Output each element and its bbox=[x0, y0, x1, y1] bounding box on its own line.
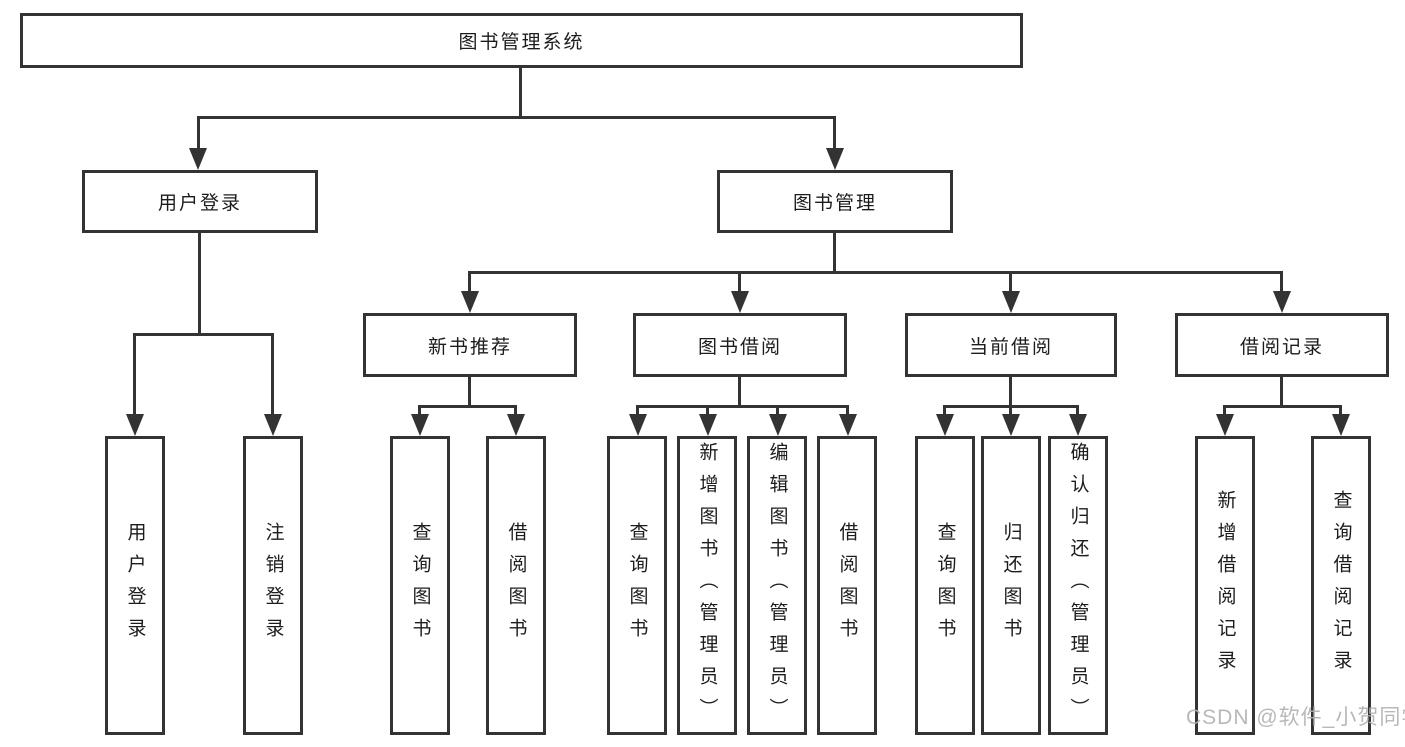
connector-leaf-stem bbox=[1223, 405, 1226, 419]
connector-arm-user-login bbox=[197, 116, 200, 152]
connector-group-stem bbox=[1280, 377, 1283, 408]
leaf-query-books: 查询图书 bbox=[390, 436, 450, 735]
connector-book-mgmt-split bbox=[468, 271, 1283, 274]
connector-leaf-stem bbox=[706, 405, 709, 419]
leaf-label: 查询图书 bbox=[409, 521, 431, 650]
connector-root-stem bbox=[519, 68, 522, 118]
csdn-watermark: CSDN @软件_小贺同学 bbox=[1186, 706, 1405, 729]
arrow-down-icon bbox=[769, 414, 787, 436]
connector-leaf-stem bbox=[846, 405, 849, 419]
arrow-down-icon bbox=[507, 414, 525, 436]
connector-group-arm bbox=[468, 271, 471, 297]
leaf-label: 查询图书 bbox=[934, 521, 956, 650]
connector-leaf-stem bbox=[943, 405, 946, 419]
leaf-label: 注销登录 bbox=[262, 521, 284, 650]
leaf-label: 新增借阅记录 bbox=[1214, 489, 1236, 682]
node-label: 当前借阅 bbox=[968, 336, 1053, 358]
node-label: 图书管理系统 bbox=[458, 32, 585, 53]
leaf-label: 确认归还（管理员） bbox=[1067, 441, 1089, 730]
node-label: 新书推荐 bbox=[427, 336, 512, 358]
leaf-confirm-return-admin: 确认归还（管理员） bbox=[1048, 436, 1108, 735]
connector-group-stem bbox=[1009, 377, 1012, 408]
node-current-borrow: 当前借阅 bbox=[905, 313, 1117, 377]
connector-user-login-split bbox=[133, 333, 274, 336]
connector-leaf-stem bbox=[1339, 405, 1342, 419]
node-library-management-system: 图书管理系统 bbox=[20, 13, 1023, 68]
leaf-label: 编辑图书（管理员） bbox=[766, 441, 788, 730]
leaf-label: 归还图书 bbox=[1000, 521, 1022, 650]
connector-user-login-stem bbox=[198, 233, 201, 335]
connector-group-stem bbox=[468, 377, 471, 408]
connector-leaf-stem bbox=[418, 405, 421, 419]
connector-group-split bbox=[418, 405, 517, 408]
leaf-edit-books-admin: 编辑图书（管理员） bbox=[747, 436, 807, 735]
arrow-down-icon bbox=[1332, 414, 1350, 436]
leaf-label: 查询借阅记录 bbox=[1330, 489, 1352, 682]
leaf-user-login: 用户登录 bbox=[105, 436, 165, 735]
connector-group-split bbox=[1223, 405, 1342, 408]
leaf-return-books: 归还图书 bbox=[981, 436, 1041, 735]
arrow-down-icon bbox=[699, 414, 717, 436]
leaf-label: 借阅图书 bbox=[505, 521, 527, 650]
node-label: 图书管理 bbox=[792, 193, 877, 214]
leaf-add-borrow-record: 新增借阅记录 bbox=[1195, 436, 1255, 735]
leaf-query-books: 查询图书 bbox=[607, 436, 667, 735]
arrow-down-icon bbox=[264, 414, 282, 436]
leaf-logout: 注销登录 bbox=[243, 436, 303, 735]
connector-leaf-stem bbox=[514, 405, 517, 419]
arrow-down-icon bbox=[461, 291, 479, 313]
arrow-down-icon bbox=[1273, 291, 1291, 313]
connector-arm-book-mgmt bbox=[833, 116, 836, 152]
connector-leaf-stem bbox=[1076, 405, 1079, 419]
node-user-login: 用户登录 bbox=[82, 170, 318, 233]
node-borrow-records: 借阅记录 bbox=[1175, 313, 1389, 377]
arrow-down-icon bbox=[839, 414, 857, 436]
leaf-label: 用户登录 bbox=[124, 521, 146, 650]
connector-level1-split bbox=[197, 116, 836, 119]
connector-leaf-stem bbox=[133, 333, 136, 418]
leaf-query-borrow-record: 查询借阅记录 bbox=[1311, 436, 1371, 735]
node-new-book-recommend: 新书推荐 bbox=[363, 313, 577, 377]
connector-group-stem bbox=[738, 377, 741, 408]
connector-leaf-stem bbox=[271, 333, 274, 418]
leaf-add-books-admin: 新增图书（管理员） bbox=[677, 436, 737, 735]
leaf-label: 查询图书 bbox=[626, 521, 648, 650]
arrow-down-icon bbox=[826, 148, 844, 170]
leaf-query-books: 查询图书 bbox=[915, 436, 975, 735]
leaf-label: 新增图书（管理员） bbox=[696, 441, 718, 730]
leaf-borrow-books: 借阅图书 bbox=[817, 436, 877, 735]
arrow-down-icon bbox=[731, 291, 749, 313]
connector-leaf-stem bbox=[1009, 405, 1012, 419]
connector-book-mgmt-stem bbox=[833, 233, 836, 274]
connector-group-arm bbox=[1009, 271, 1012, 297]
arrow-down-icon bbox=[189, 148, 207, 170]
connector-group-arm bbox=[1280, 271, 1283, 297]
node-label: 图书借阅 bbox=[697, 336, 782, 358]
arrow-down-icon bbox=[126, 414, 144, 436]
arrow-down-icon bbox=[1069, 414, 1087, 436]
node-label: 用户登录 bbox=[157, 193, 242, 214]
connector-group-arm bbox=[738, 271, 741, 297]
leaf-borrow-books: 借阅图书 bbox=[486, 436, 546, 735]
arrow-down-icon bbox=[1216, 414, 1234, 436]
connector-leaf-stem bbox=[636, 405, 639, 419]
connector-group-split bbox=[636, 405, 849, 408]
arrow-down-icon bbox=[1002, 291, 1020, 313]
arrow-down-icon bbox=[411, 414, 429, 436]
leaf-label: 借阅图书 bbox=[836, 521, 858, 650]
arrow-down-icon bbox=[936, 414, 954, 436]
arrow-down-icon bbox=[1002, 414, 1020, 436]
connector-leaf-stem bbox=[776, 405, 779, 419]
node-label: 借阅记录 bbox=[1239, 336, 1324, 358]
node-book-borrow: 图书借阅 bbox=[633, 313, 847, 377]
arrow-down-icon bbox=[629, 414, 647, 436]
node-book-management: 图书管理 bbox=[717, 170, 953, 233]
